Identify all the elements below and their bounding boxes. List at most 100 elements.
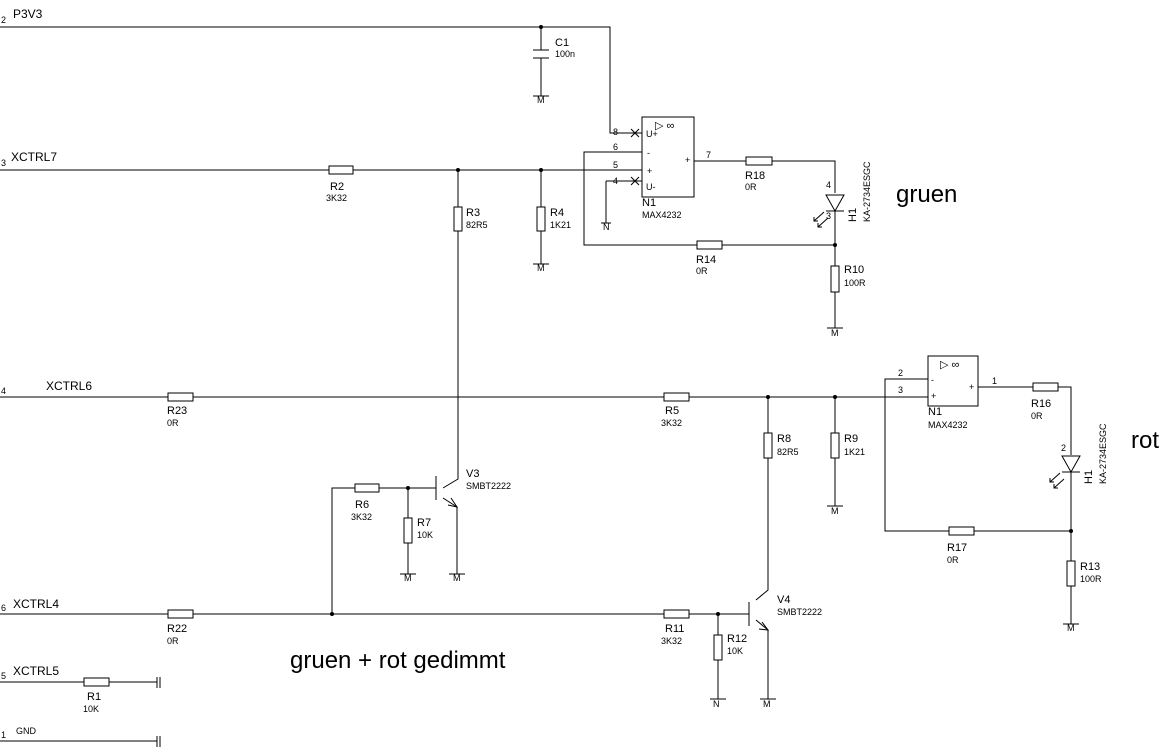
ground-label: M bbox=[831, 328, 839, 338]
resistor-r13 bbox=[1066, 560, 1076, 587]
led-pin-number: 4 bbox=[826, 180, 831, 190]
resistor-r17 bbox=[948, 526, 975, 536]
opamp-pin-label: - bbox=[647, 148, 650, 158]
emitter-arrow-icon bbox=[447, 497, 459, 508]
ref-r6: R6 bbox=[355, 499, 369, 511]
component-labels: C1 100n R2 3K32 R3 82R5 R4 1K21 R18 0R R… bbox=[83, 37, 1102, 714]
resistor-r2 bbox=[328, 165, 354, 175]
opamp-symbol-bottom: ▷ ∞ bbox=[940, 359, 959, 371]
annotations: gruen rot gruen + rot gedimmt bbox=[290, 181, 1159, 674]
ref-h1-top: H1 bbox=[847, 208, 859, 222]
no-connect-mark bbox=[630, 128, 640, 138]
net-pin-number: 5 bbox=[1, 671, 6, 681]
resistor-r12 bbox=[713, 634, 723, 661]
light-arrow-icon bbox=[813, 211, 825, 222]
net-pin-number: 6 bbox=[1, 603, 6, 613]
ref-n1-top: N1 bbox=[642, 197, 656, 209]
net-pin-number: 2 bbox=[1, 15, 6, 25]
ref-r18: R18 bbox=[745, 170, 765, 182]
ref-r22: R22 bbox=[167, 623, 187, 635]
net-label-xctrl5: XCTRL5 bbox=[13, 664, 59, 678]
ref-r10: R10 bbox=[844, 264, 864, 276]
opamp-symbol-top: ▷ ∞ bbox=[655, 120, 674, 132]
opamp-pin-number: 3 bbox=[898, 385, 903, 395]
annotation-rot: rot bbox=[1131, 427, 1159, 454]
value-r4: 1K21 bbox=[550, 220, 571, 230]
annotation-gruen-rot-gedimmt: gruen + rot gedimmt bbox=[290, 647, 506, 674]
value-n1-bottom: MAX4232 bbox=[928, 420, 968, 430]
opamp-n1-bottom bbox=[927, 355, 979, 407]
led-triangle-icon bbox=[825, 194, 845, 213]
resistor-r16 bbox=[1032, 382, 1059, 392]
no-connect-mark bbox=[630, 176, 640, 186]
resistor-r10 bbox=[830, 265, 840, 293]
wires bbox=[0, 26, 1072, 747]
ref-r8: R8 bbox=[777, 433, 791, 445]
net-pin-number: 4 bbox=[1, 386, 6, 396]
ref-r2: R2 bbox=[330, 181, 344, 193]
junction-dots bbox=[330, 25, 1073, 616]
resistor-r5 bbox=[663, 392, 690, 402]
net-label-xctrl6: XCTRL6 bbox=[46, 379, 92, 393]
opamp-pin-label: + bbox=[647, 166, 652, 176]
value-r16: 0R bbox=[1031, 411, 1043, 421]
value-r11: 3K32 bbox=[661, 636, 682, 646]
led-pin-number: 3 bbox=[826, 211, 831, 221]
resistor-r9 bbox=[830, 432, 840, 459]
net-label-xctrl7: XCTRL7 bbox=[11, 150, 57, 164]
led-h1-top bbox=[813, 194, 845, 228]
resistor-r23 bbox=[167, 392, 194, 402]
junction-dot bbox=[456, 168, 460, 172]
ref-r16: R16 bbox=[1031, 398, 1051, 410]
ref-c1: C1 bbox=[555, 37, 569, 49]
led-labels: 4 3 H1 KA-2734ESGC 2 H1 KA-2734ESGC bbox=[826, 161, 1108, 484]
opamp-pin-number: 1 bbox=[992, 376, 997, 386]
junction-dot bbox=[833, 395, 837, 399]
ground-label: M bbox=[537, 95, 545, 105]
ref-r7: R7 bbox=[417, 517, 431, 529]
net-label-p3v3: P3V3 bbox=[13, 7, 43, 21]
opamp-pin-label: + bbox=[969, 382, 974, 392]
value-r14: 0R bbox=[696, 266, 708, 276]
value-r7: 10K bbox=[417, 530, 433, 540]
ground-symbols: M M N M M M M M N M bbox=[400, 95, 1079, 709]
value-r17: 0R bbox=[947, 555, 959, 565]
value-r22: 0R bbox=[167, 636, 179, 646]
opamp-pin-number: 8 bbox=[613, 127, 618, 137]
value-r12: 10K bbox=[727, 646, 743, 656]
resistor-r4 bbox=[536, 206, 546, 232]
ref-r13: R13 bbox=[1080, 561, 1100, 573]
ref-n1-bottom: N1 bbox=[928, 406, 942, 418]
opamp-pin-number: 4 bbox=[613, 176, 618, 186]
value-v4: SMBT2222 bbox=[777, 607, 822, 617]
opamp-pin-number: 7 bbox=[706, 150, 711, 160]
ref-r12: R12 bbox=[727, 633, 747, 645]
ref-r23: R23 bbox=[167, 405, 187, 417]
ref-h1-bottom: H1 bbox=[1083, 470, 1095, 484]
junction-dot bbox=[766, 395, 770, 399]
ref-r14: R14 bbox=[696, 254, 716, 266]
ground-label: M bbox=[404, 573, 412, 583]
junction-dot bbox=[833, 243, 837, 247]
opamp-pin-number: 6 bbox=[613, 142, 618, 152]
resistor-r18 bbox=[745, 156, 773, 166]
transistor-v4 bbox=[748, 602, 770, 631]
ground-label: M bbox=[537, 263, 545, 273]
value-r10: 100R bbox=[844, 278, 866, 288]
junction-dot bbox=[330, 612, 334, 616]
resistor-r11 bbox=[663, 609, 690, 619]
net-pin-number: 3 bbox=[1, 158, 6, 168]
opamp-pin-label: U- bbox=[646, 182, 656, 192]
annotation-gruen: gruen bbox=[896, 181, 957, 208]
capacitor-c1 bbox=[533, 49, 549, 59]
resistor-r14 bbox=[696, 240, 723, 250]
ground-label: M bbox=[831, 506, 839, 516]
ground-label: M bbox=[453, 573, 461, 583]
value-v3: SMBT2222 bbox=[466, 481, 511, 491]
opamp-pin-number: 5 bbox=[613, 160, 618, 170]
value-r13: 100R bbox=[1080, 574, 1102, 584]
resistor-r6 bbox=[354, 483, 380, 493]
ref-v3: V3 bbox=[466, 468, 479, 480]
ground-label: N bbox=[603, 222, 610, 232]
value-r8: 82R5 bbox=[777, 447, 799, 457]
